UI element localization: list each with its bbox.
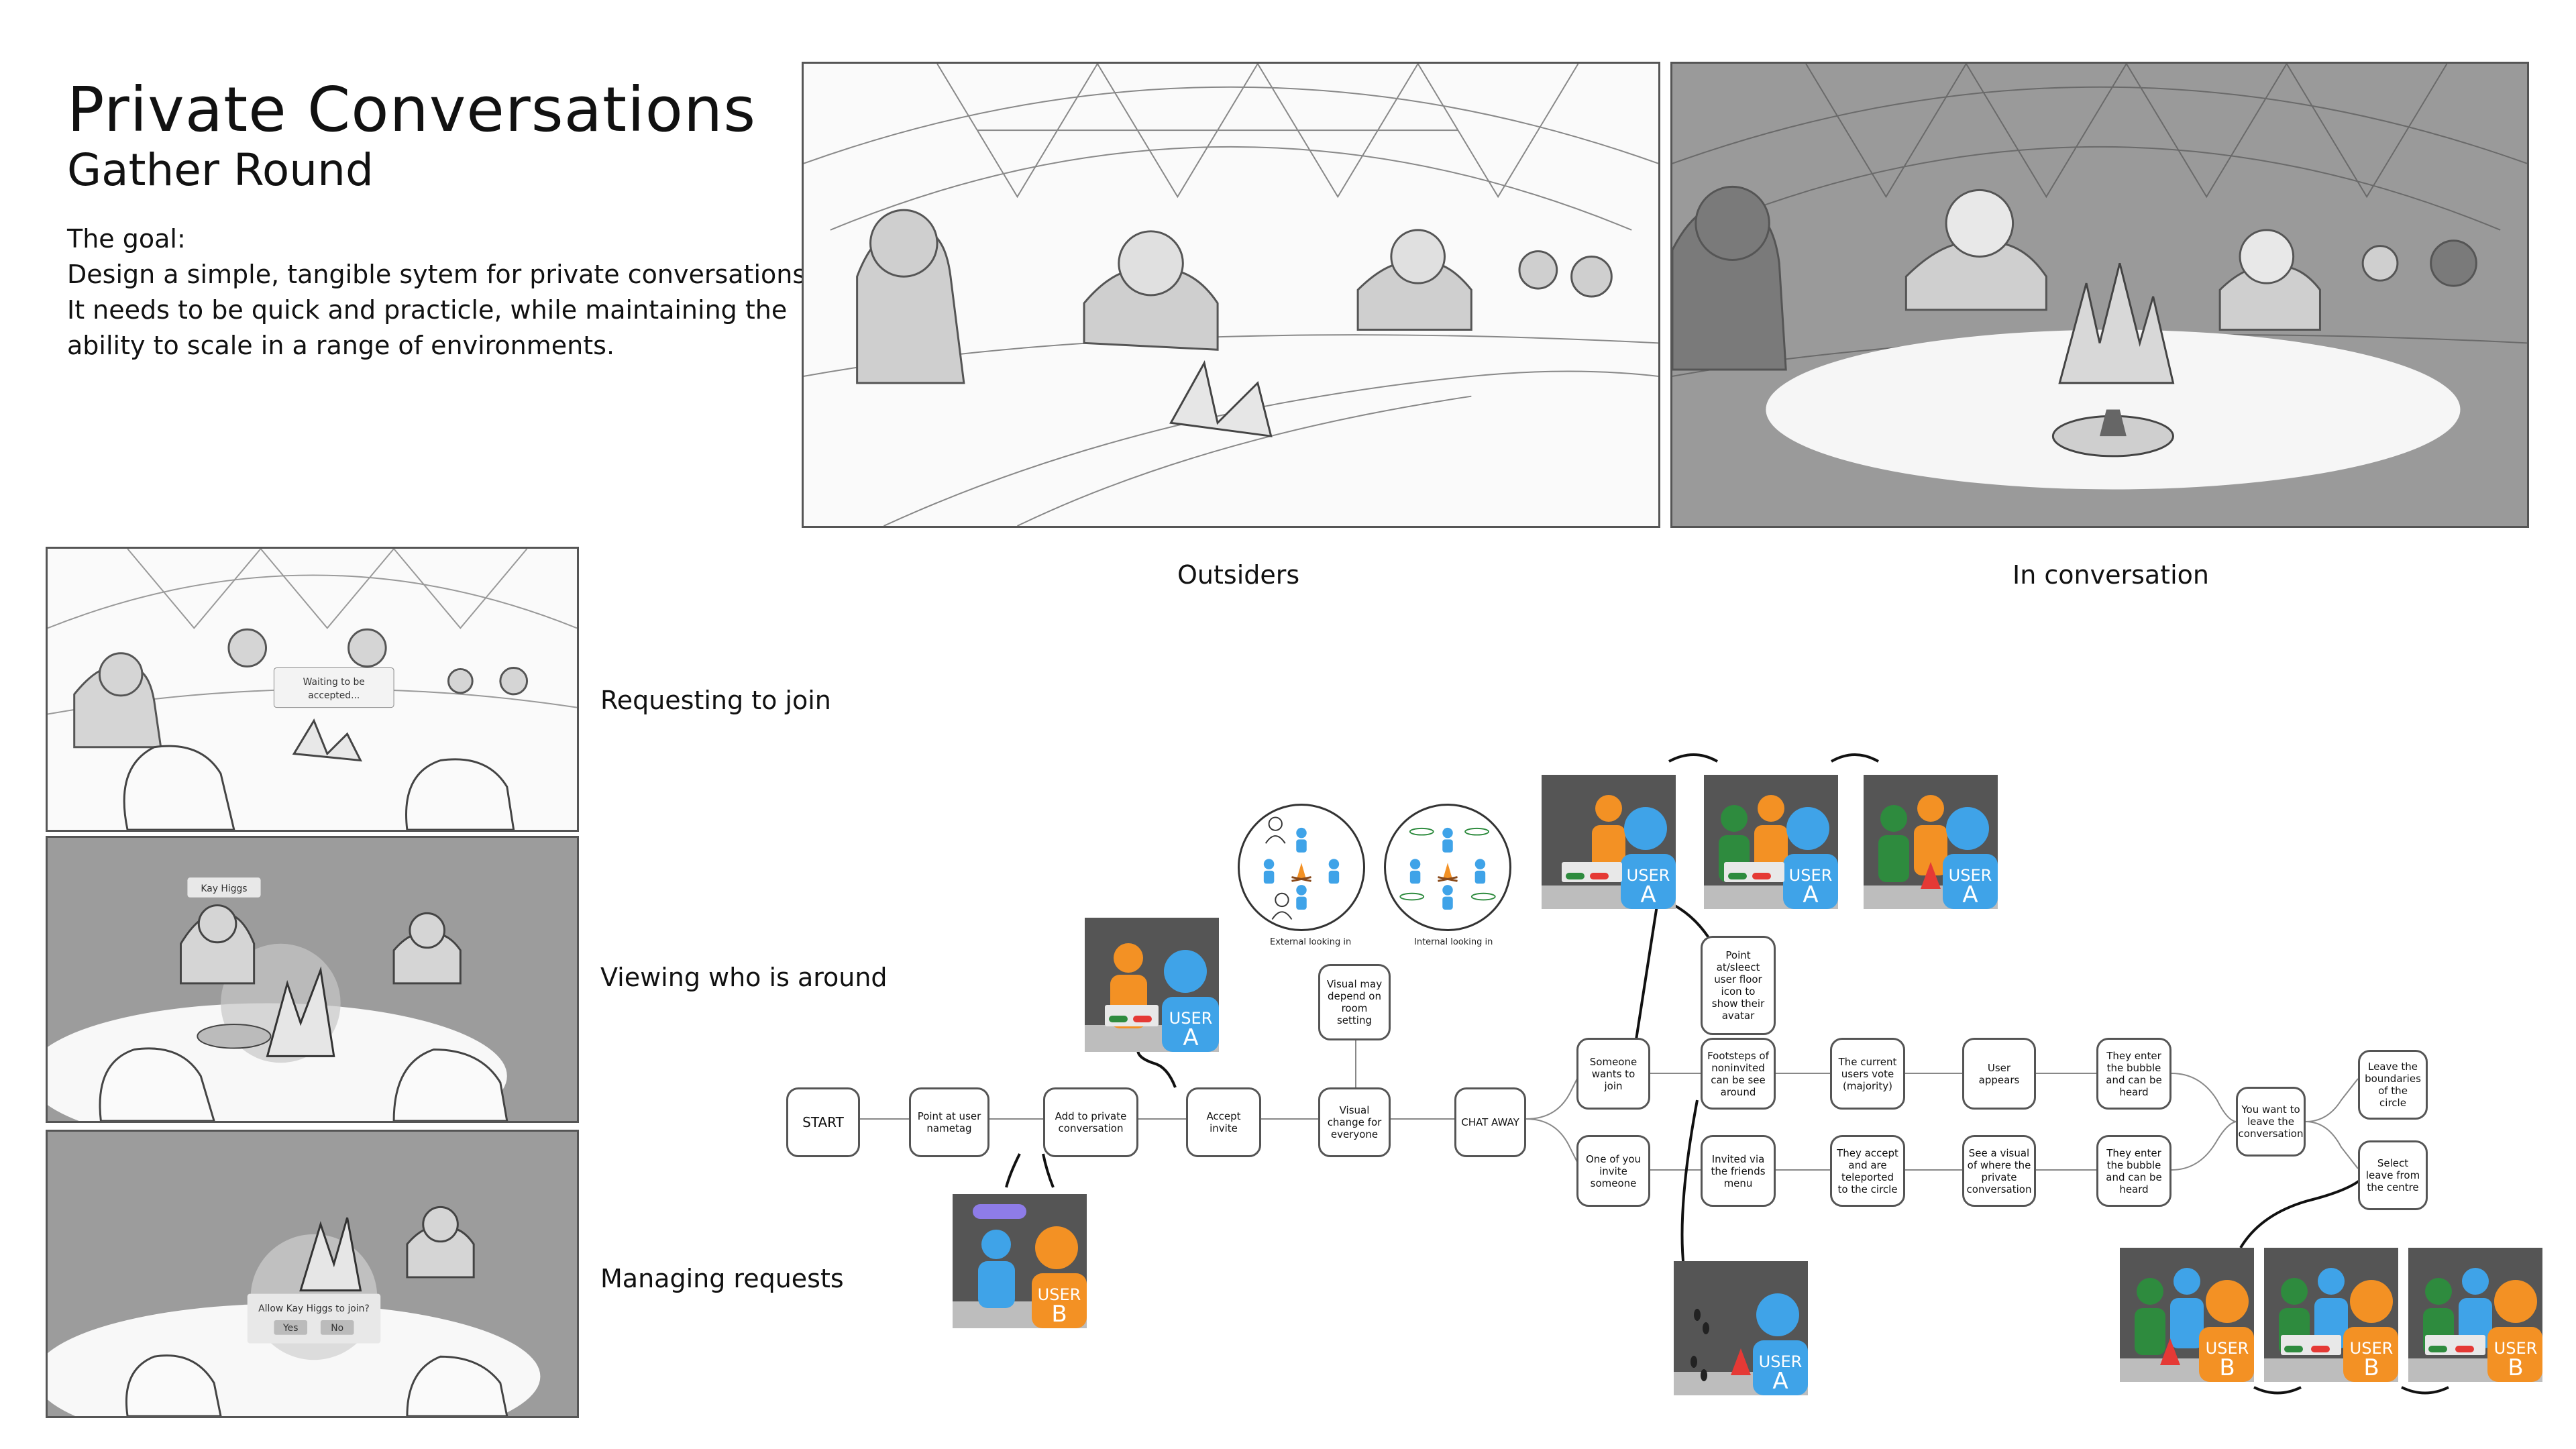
external-bubble bbox=[1238, 804, 1365, 931]
footsteps-illustration: USER A bbox=[1674, 1293, 1808, 1395]
managing-label: Managing requests bbox=[600, 1264, 844, 1293]
flow-select-leave-node: Select leave from the centre bbox=[2358, 1140, 2428, 1210]
user-letter: B bbox=[1051, 1301, 1067, 1328]
user-letter: A bbox=[1183, 1024, 1198, 1051]
internal-caption: Internal looking in bbox=[1414, 937, 1493, 947]
flow-invited-menu-node: Invited via the friends menu bbox=[1701, 1135, 1776, 1207]
join-request-thumb: USER A bbox=[1542, 775, 1676, 909]
user-label: USER bbox=[1759, 1352, 1803, 1371]
user-label: USER bbox=[2350, 1339, 2394, 1358]
internal-bubble bbox=[1384, 804, 1511, 931]
user-label: USER bbox=[1169, 1009, 1213, 1028]
flow-user-appears-node: User appears bbox=[1962, 1038, 2036, 1110]
accept-invite-illustration: USER A bbox=[1085, 943, 1219, 1052]
outsiders-illustration bbox=[804, 64, 1658, 526]
user-letter: B bbox=[2363, 1354, 2379, 1381]
flow-enter-bubble-node: They enter the bubble and can be heard bbox=[2096, 1038, 2171, 1110]
flow-accept-invite-node: Accept invite bbox=[1186, 1087, 1261, 1157]
user-letter: A bbox=[1803, 881, 1818, 908]
goal-line: ability to scale in a range of environme… bbox=[67, 331, 615, 360]
in-conversation-sketch bbox=[1670, 62, 2529, 528]
requesting-label: Requesting to join bbox=[600, 686, 831, 715]
waiting-popup-line: accepted... bbox=[308, 690, 360, 701]
goal-text: The goal: Design a simple, tangible syte… bbox=[67, 221, 814, 364]
join-vote-illustration: USER A bbox=[1704, 795, 1838, 909]
flow-accept-teleport-node: They accept and are teleported to the ci… bbox=[1830, 1135, 1905, 1207]
join-request-illustration: USER A bbox=[1542, 795, 1676, 909]
external-bubble-illustration bbox=[1263, 816, 1340, 920]
flow-footsteps-node: Footsteps of noninvited can be see aroun… bbox=[1701, 1038, 1776, 1110]
point-nametag-illustration: USER B bbox=[953, 1204, 1087, 1328]
allow-no-button: No bbox=[331, 1323, 343, 1334]
join-vote-thumb: USER A bbox=[1704, 775, 1838, 909]
page-title: Private Conversations bbox=[67, 74, 757, 146]
user-letter: A bbox=[1640, 881, 1656, 908]
waiting-popup-line: Waiting to be bbox=[303, 677, 365, 688]
nametag-text: Kay Higgs bbox=[201, 883, 247, 894]
allow-popup-text: Allow Kay Higgs to join? bbox=[258, 1303, 370, 1314]
leave-confirm-illustration: USER B bbox=[2264, 1268, 2398, 1382]
flow-one-of-you-node: One of you invite someone bbox=[1576, 1135, 1650, 1207]
flow-leave-boundaries-node: Leave the boundaries of the circle bbox=[2358, 1050, 2428, 1120]
flow-point-nametag-node: Point at user nametag bbox=[909, 1087, 989, 1157]
user-label: USER bbox=[1038, 1285, 1081, 1304]
flow-start-node: START bbox=[786, 1087, 860, 1157]
goal-line: Design a simple, tangible sytem for priv… bbox=[67, 260, 814, 289]
goal-line: It needs to be quick and practicle, whil… bbox=[67, 295, 788, 325]
leave-confirm-thumb: USER B bbox=[2264, 1248, 2398, 1382]
user-label: USER bbox=[2494, 1339, 2538, 1358]
user-letter: B bbox=[2219, 1354, 2235, 1381]
leave-done-illustration: USER B bbox=[2408, 1268, 2542, 1382]
managing-frame: Allow Kay Higgs to join? Yes No bbox=[46, 1130, 579, 1418]
flow-visual-change-node: Visual change for everyone bbox=[1318, 1087, 1391, 1157]
flow-visual-may-depend-node: Visual may depend on room setting bbox=[1318, 964, 1391, 1040]
internal-bubble-illustration bbox=[1399, 827, 1496, 910]
flow-current-vote-node: The current users vote (majority) bbox=[1830, 1038, 1905, 1110]
footsteps-thumb: USER A bbox=[1674, 1261, 1808, 1395]
user-label: USER bbox=[1627, 866, 1670, 885]
allow-yes-button: Yes bbox=[282, 1323, 298, 1334]
managing-illustration: Allow Kay Higgs to join? Yes No bbox=[48, 1205, 541, 1416]
requesting-frame: Waiting to be accepted... bbox=[46, 547, 579, 832]
outsiders-caption: Outsiders bbox=[1177, 560, 1300, 590]
accept-invite-thumb: USER A bbox=[1085, 918, 1219, 1052]
user-letter: A bbox=[1772, 1368, 1788, 1395]
viewing-label: Viewing who is around bbox=[600, 963, 888, 992]
requesting-illustration: Waiting to be accepted... bbox=[48, 549, 577, 830]
flow-point-select-node: Point at/sleect user floor icon to show … bbox=[1701, 936, 1776, 1035]
in-conversation-illustration bbox=[1672, 64, 2527, 490]
point-nametag-thumb: USER B bbox=[953, 1194, 1087, 1328]
leave-thumb: USER B bbox=[2120, 1248, 2254, 1382]
leave-done-thumb: USER B bbox=[2408, 1248, 2542, 1382]
goal-line: The goal: bbox=[67, 224, 186, 254]
in-conversation-caption: In conversation bbox=[2012, 560, 2209, 590]
outsiders-sketch bbox=[802, 62, 1660, 528]
flow-enter-bubble-node: They enter the bubble and can be heard bbox=[2096, 1135, 2171, 1207]
user-appears-thumb: USER A bbox=[1864, 775, 1998, 909]
flow-someone-wants-node: Someone wants to join bbox=[1576, 1038, 1650, 1110]
flow-want-leave-node: You want to leave the conversation bbox=[2236, 1087, 2306, 1157]
viewing-frame: Kay Higgs bbox=[46, 836, 579, 1123]
user-letter: A bbox=[1962, 881, 1978, 908]
user-appears-illustration: USER A bbox=[1864, 795, 1998, 909]
flow-add-private-node: Add to private conversation bbox=[1043, 1087, 1138, 1157]
flow-see-visual-node: See a visual of where the private conver… bbox=[1962, 1135, 2036, 1207]
user-letter: B bbox=[2508, 1354, 2523, 1381]
user-label: USER bbox=[1789, 866, 1833, 885]
user-label: USER bbox=[1949, 866, 1992, 885]
viewing-illustration: Kay Higgs bbox=[48, 877, 508, 1121]
external-caption: External looking in bbox=[1270, 937, 1352, 947]
page-subtitle: Gather Round bbox=[67, 144, 374, 196]
leave-illustration: USER B bbox=[2120, 1268, 2254, 1382]
user-label: USER bbox=[2206, 1339, 2249, 1358]
flow-chat-away-node: CHAT AWAY bbox=[1454, 1087, 1526, 1157]
